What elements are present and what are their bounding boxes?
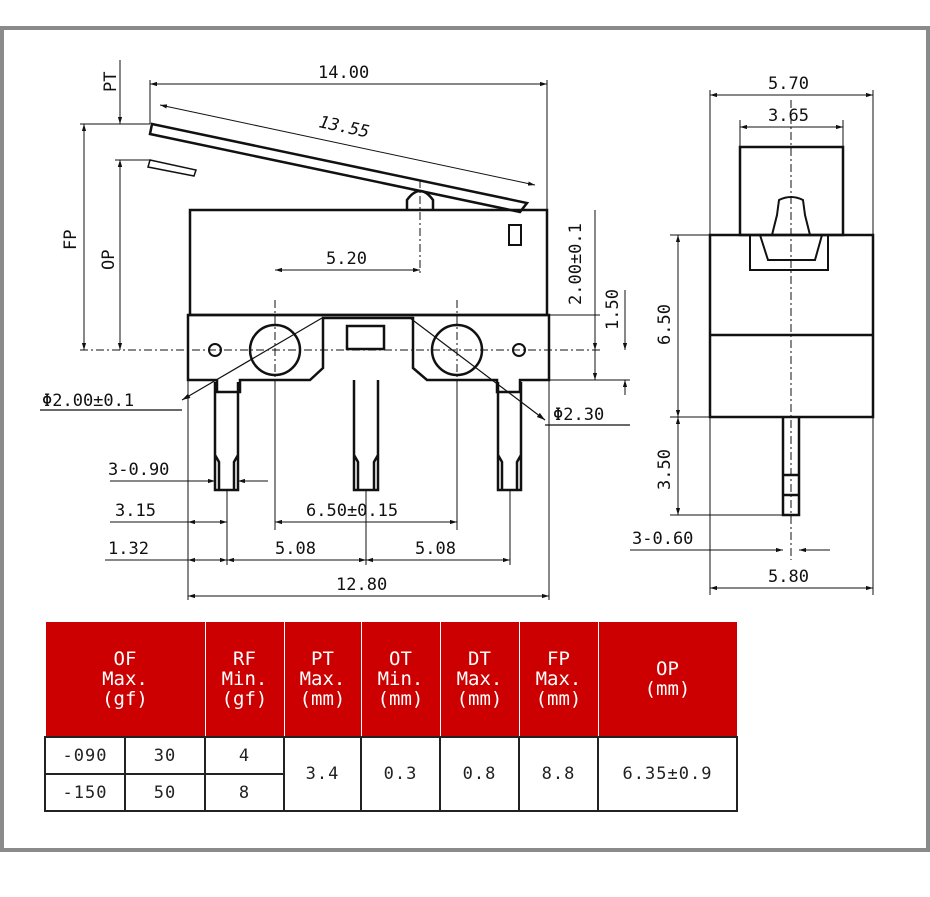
cell-model: -090 bbox=[44, 736, 126, 775]
label-3-0-90: 3-0.90 bbox=[108, 460, 169, 480]
label-1-50: 1.50 bbox=[603, 289, 623, 330]
side-dimension-lines bbox=[630, 90, 874, 595]
cell-rf: 4 bbox=[204, 736, 285, 775]
header-dt: DT Max. (mm) bbox=[439, 621, 520, 738]
cell-of: 50 bbox=[124, 773, 206, 812]
label-3-65: 3.65 bbox=[768, 106, 809, 126]
label-5-80: 5.80 bbox=[768, 567, 809, 587]
cell-op: 6.35±0.9 bbox=[597, 736, 738, 812]
cell-pt: 3.4 bbox=[283, 736, 362, 812]
label-3-15: 3.15 bbox=[115, 501, 156, 521]
lever-arm bbox=[148, 122, 530, 214]
header-pt: PT Max. (mm) bbox=[283, 621, 362, 738]
label-1-32: 1.32 bbox=[108, 539, 149, 559]
label-phi-2-30: Φ2.30 bbox=[553, 405, 604, 425]
cell-of: 30 bbox=[124, 736, 206, 775]
spec-header-row: OF Max. (gf) RF Min. (gf) PT Max. (mm) O… bbox=[44, 621, 738, 738]
label-op: OP bbox=[99, 250, 119, 270]
cell-dt: 0.8 bbox=[439, 736, 520, 812]
table-row: -150 50 8 bbox=[44, 773, 737, 812]
side-plunger bbox=[749, 196, 829, 271]
side-view bbox=[708, 100, 875, 560]
label-5-08-a: 5.08 bbox=[275, 539, 316, 559]
label-5-20: 5.20 bbox=[326, 249, 367, 269]
header-rf: RF Min. (gf) bbox=[204, 621, 285, 738]
cell-ot: 0.3 bbox=[360, 736, 441, 812]
label-6-50-015: 6.50±0.15 bbox=[306, 501, 398, 521]
cell-rf: 8 bbox=[204, 773, 285, 812]
pin-left bbox=[213, 382, 240, 492]
label-5-08-b: 5.08 bbox=[415, 539, 456, 559]
cell-fp: 8.8 bbox=[518, 736, 599, 812]
label-14-00: 14.00 bbox=[318, 63, 369, 83]
label-13-55: 13.55 bbox=[317, 112, 371, 142]
switch-body bbox=[188, 208, 549, 317]
dimension-labels: PT FP OP 14.00 13.55 5.20 2.00±0.1 1.50 … bbox=[42, 63, 809, 595]
label-12-80: 12.80 bbox=[336, 575, 387, 595]
label-phi-2-00: Φ2.00±0.1 bbox=[42, 391, 134, 411]
label-3-0-60: 3-0.60 bbox=[632, 529, 693, 549]
front-view bbox=[40, 122, 630, 492]
label-2-00: 2.00±0.1 bbox=[566, 223, 586, 305]
indicator-mark bbox=[508, 224, 522, 246]
header-op: OP (mm) bbox=[597, 621, 738, 738]
pin-right bbox=[496, 382, 523, 492]
table-row: -090 30 4 3.4 0.3 0.8 8.8 6.35±0.9 bbox=[44, 736, 738, 812]
lever-pressed-ghost bbox=[147, 159, 197, 177]
label-fp: FP bbox=[61, 230, 81, 250]
header-ot: OT Min. (mm) bbox=[360, 621, 441, 738]
plunger-window bbox=[345, 324, 386, 351]
label-6-50: 6.50 bbox=[655, 304, 675, 345]
spec-table: OF Max. (gf) RF Min. (gf) PT Max. (mm) O… bbox=[44, 621, 738, 812]
cell-model: -150 bbox=[44, 773, 126, 812]
header-fp: FP Max. (mm) bbox=[518, 621, 599, 738]
label-3-50: 3.50 bbox=[655, 449, 675, 490]
header-of: OF Max. (gf) bbox=[44, 621, 206, 738]
front-dimension-lines bbox=[80, 60, 630, 600]
label-5-70: 5.70 bbox=[768, 74, 809, 94]
switch-flange bbox=[186, 313, 551, 394]
label-pt: PT bbox=[101, 72, 121, 92]
pin-middle bbox=[352, 380, 380, 492]
